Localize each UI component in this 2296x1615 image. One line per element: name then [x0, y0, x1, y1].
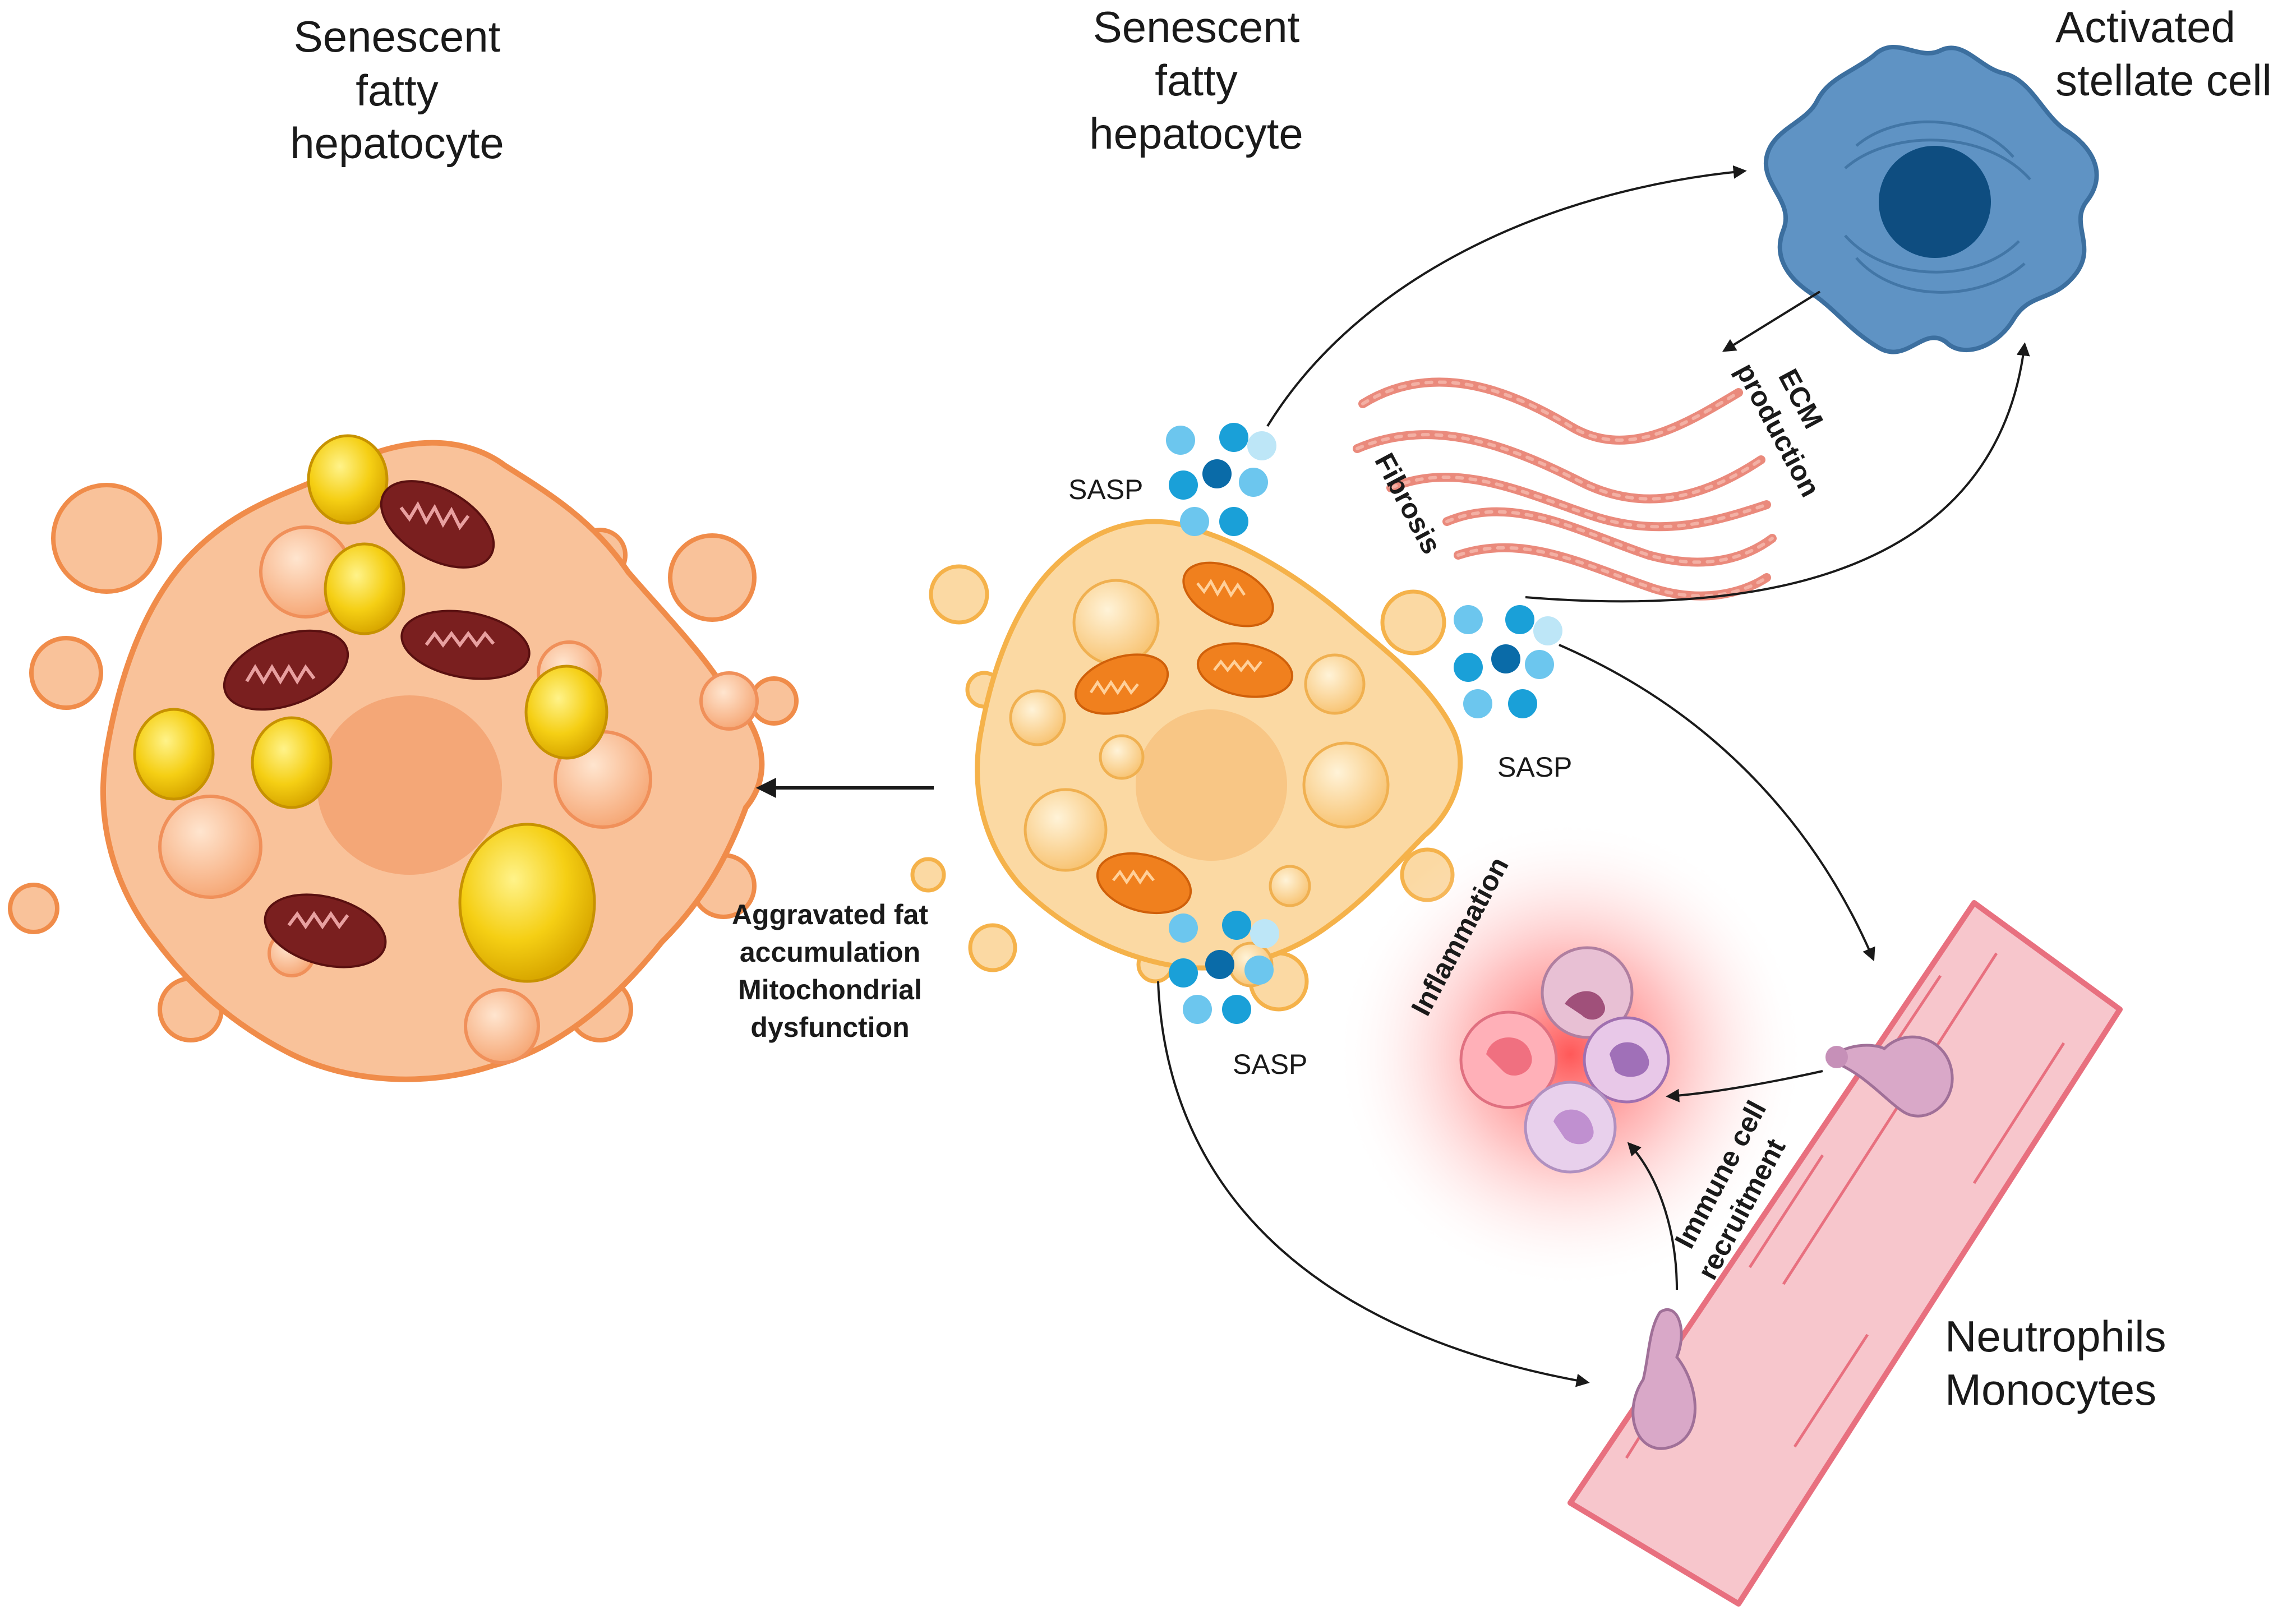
stellate-title-line-2: stellate cell: [2055, 56, 2272, 105]
left-title-line-1: Senescent: [294, 12, 501, 61]
center-title-line-3: hepatocyte: [1089, 109, 1303, 158]
sasp-label-top: SASP: [1068, 474, 1143, 505]
center-title-line-2: fatty: [1155, 56, 1237, 105]
transmigrating-cell-upper: [1825, 1035, 1954, 1118]
effects-line-1: Aggravated fat: [732, 899, 928, 930]
effects-line-4: dysfunction: [750, 1012, 909, 1043]
left-cell-title: Senescent fatty hepatocyte: [290, 12, 504, 168]
sasp-cluster-bottom: [1169, 911, 1279, 1024]
arrow-recruitment-upper: [1666, 1070, 1823, 1102]
left-title-line-2: fatty: [356, 66, 438, 115]
inflammation-glow: [1335, 819, 1806, 1290]
center-cell-mitochondria: [1074, 561, 1294, 915]
stellate-nucleus: [1879, 146, 1991, 258]
immune-title-line-1: Neutrophils: [1945, 1312, 2166, 1361]
ecm-label: ECM production: [1730, 358, 1829, 502]
immune-title-line-2: Monocytes: [1945, 1365, 2156, 1414]
effects-line-3: Mitochondrial: [738, 974, 922, 1005]
sasp-label-right: SASP: [1497, 751, 1572, 783]
vessel-body: [1567, 900, 2123, 1607]
center-title-line-1: Senescent: [1093, 2, 1300, 52]
arrow-sasp-to-stellate: [1266, 165, 1747, 427]
sasp-label-bottom: SASP: [1233, 1049, 1307, 1080]
stellate-er-lines: [1844, 120, 2031, 294]
center-cell-title: Senescent fatty hepatocyte: [1089, 2, 1303, 158]
arrow-sasp-to-vessel: [1559, 644, 1875, 962]
left-cell-mito-cristae: [245, 501, 495, 930]
left-cell-lipid-droplets: [133, 434, 608, 983]
sasp-cluster-top: [1166, 423, 1276, 536]
arrow-stellate-to-ecm: [1722, 290, 1821, 352]
transmigrating-cell-lower: [1631, 1308, 1696, 1450]
left-cell-mitochondria: [223, 480, 531, 968]
vessel-endothelium: [1625, 952, 2066, 1459]
effects-label: Aggravated fat accumulation Mitochondria…: [732, 899, 928, 1043]
stellate-title-line-1: Activated: [2055, 2, 2235, 52]
left-title-line-3: hepatocyte: [290, 118, 504, 168]
left-hepatocyte: [8, 434, 799, 1082]
blood-vessel: [1567, 900, 2123, 1607]
arrow-recruitment-lower: [1627, 1142, 1678, 1290]
arrow-fibrosis-to-stellate: [1525, 342, 2030, 603]
center-cell-nucleus: [1136, 709, 1287, 861]
effects-line-2: accumulation: [740, 936, 920, 968]
fibrosis-text: Fibrosis: [1368, 448, 1447, 559]
center-cell-vacuoles: [1009, 579, 1390, 988]
sasp-cluster-right: [1454, 605, 1562, 718]
immune-cells-cluster: [1459, 946, 1670, 1174]
stellate-cell: [1763, 44, 2099, 354]
fibrosis-label: Fibrosis: [1368, 448, 1447, 559]
stellate-title: Activated stellate cell: [2055, 2, 2272, 105]
center-cell-mito-cristae: [1089, 579, 1262, 885]
fibrosis-fibers: [1353, 377, 1777, 601]
left-cell-nucleus: [317, 695, 502, 875]
center-hepatocyte: [910, 519, 1463, 1012]
arrows: [755, 165, 2030, 1387]
immune-title: Neutrophils Monocytes: [1945, 1312, 2166, 1414]
arrow-sasp-to-vessel-lower: [1157, 981, 1590, 1387]
